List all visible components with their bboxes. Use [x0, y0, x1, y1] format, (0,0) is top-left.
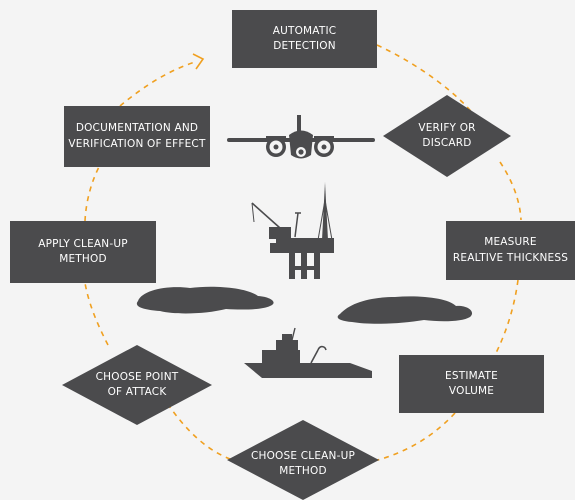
- estimate-volume-box: ESTIMATE VOLUME: [399, 355, 544, 413]
- automatic-detection-box: AUTOMATIC DETECTION: [232, 10, 377, 68]
- cycle-path: [84, 44, 522, 463]
- airplane-icon: [227, 115, 375, 159]
- cycle-arc-top-left: [119, 61, 196, 107]
- measure-relative-thickness-box: MEASURE REALTIVE THICKNESS: [446, 221, 575, 280]
- choose-point-of-attack-label: CHOOSE POINT OF ATTACK: [95, 370, 179, 398]
- oil-platform-icon: [251, 182, 334, 279]
- oil-slick-right-icon: [337, 296, 473, 324]
- cycle-arc-bottom-right: [369, 412, 456, 463]
- apply-clean-up-method-box: APPLY CLEAN-UP METHOD: [10, 221, 156, 283]
- cycle-arc-left-lower: [84, 282, 109, 346]
- ship-icon: [244, 327, 372, 378]
- oil-slick-left-icon: [136, 286, 274, 314]
- verify-or-discard-diamond: [383, 95, 511, 177]
- documentation-and-verification-box: DOCUMENTATION AND VERIFICATION OF EFFECT: [64, 106, 210, 167]
- choose-point-of-attack-diamond: [62, 345, 212, 425]
- choose-clean-up-method-label: CHOOSE CLEAN-UP METHOD: [250, 449, 356, 477]
- cycle-arrowhead: [192, 53, 205, 70]
- cycle-arc-right-lower: [494, 279, 519, 356]
- cycle-arc-right-upper: [499, 161, 522, 221]
- verify-or-discard-label: VERIFY OR DISCARD: [418, 121, 476, 149]
- cycle-arc-left-upper: [84, 164, 101, 222]
- cycle-arc-bottom-left: [164, 399, 241, 463]
- choose-clean-up-method-diamond: [227, 420, 379, 500]
